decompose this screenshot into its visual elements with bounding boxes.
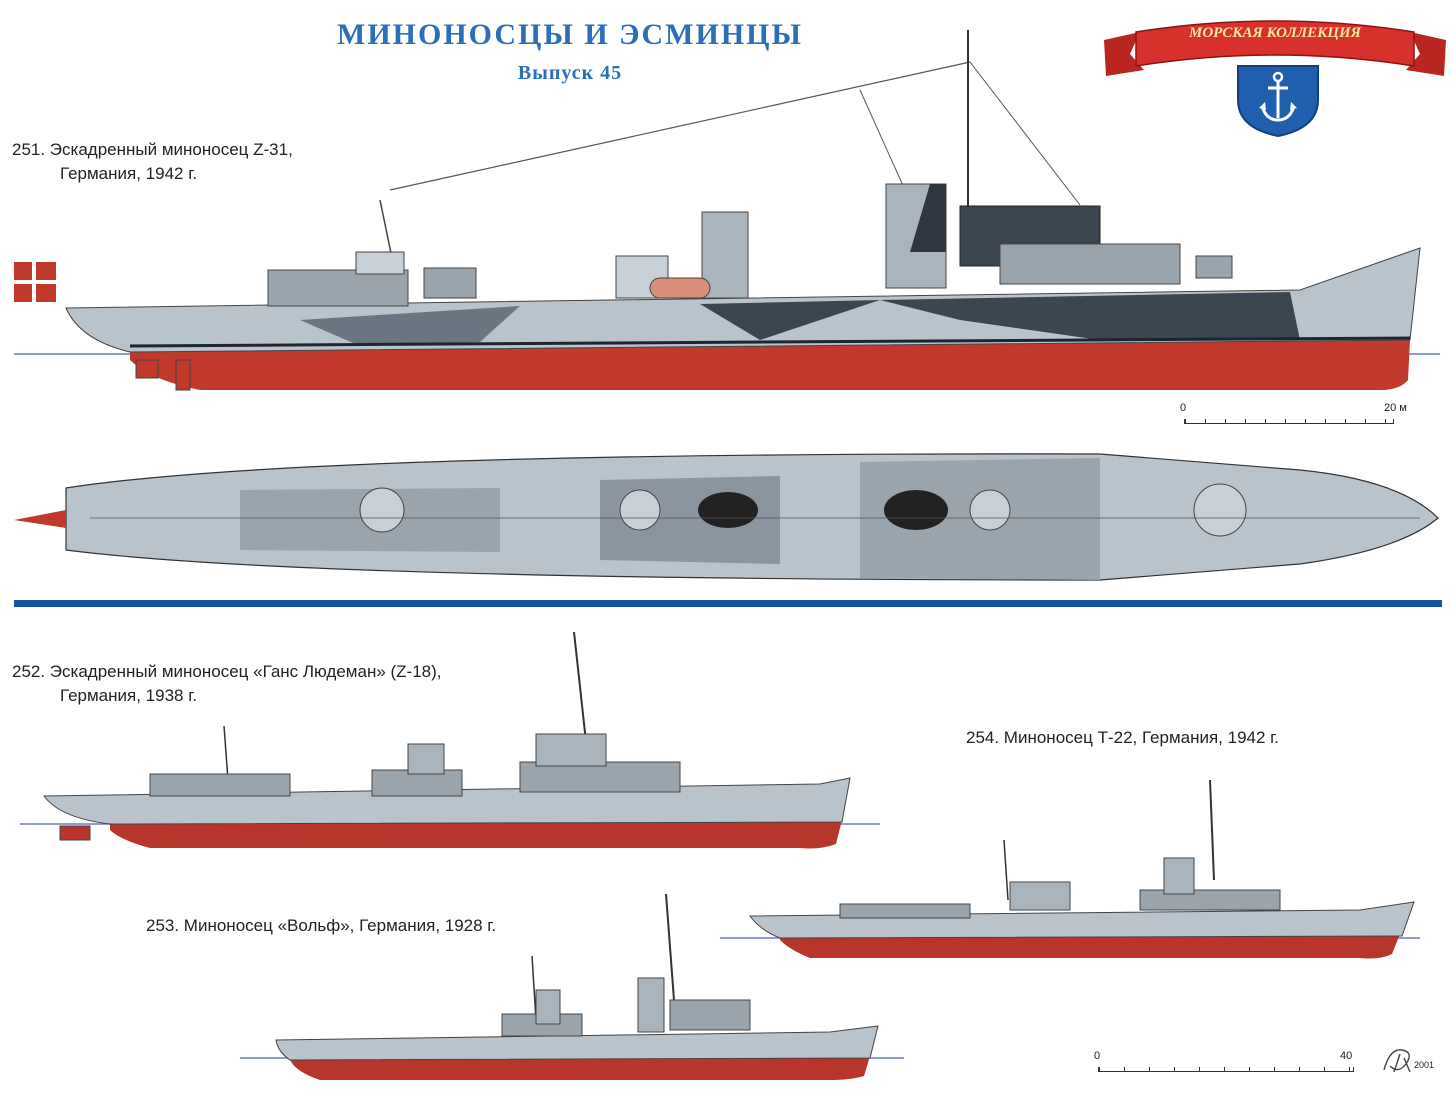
logo-ribbon-text: МОРСКАЯ КОЛЛЕКЦИЯ bbox=[1189, 25, 1361, 41]
scale-end-label: 40 bbox=[1340, 1050, 1353, 1062]
anchor-icon bbox=[1258, 70, 1298, 126]
ship-253-profile bbox=[230, 890, 910, 1090]
caption-line: Германия, 1938 г. bbox=[60, 686, 198, 705]
page-title: МИНОНОСЦЫ И ЭСМИНЦЫ bbox=[337, 18, 803, 51]
ship-252-profile bbox=[0, 630, 900, 860]
scale-line bbox=[1098, 1067, 1354, 1072]
scale-start-label: 0 bbox=[1180, 402, 1187, 414]
scale-bar-40: 0 40 bbox=[1094, 1050, 1364, 1080]
ship-254-caption: 254. Миноносец Т-22, Германия, 1942 г. bbox=[966, 728, 1280, 747]
signature-year: 2001 bbox=[1414, 1060, 1435, 1070]
scale-start-label: 0 bbox=[1094, 1050, 1101, 1062]
scale-end-label: 20 м bbox=[1384, 402, 1407, 414]
ship-251-caption: 251. Эскадренный миноносец Z-31, Германи… bbox=[12, 138, 293, 186]
caption-line: 251. Эскадренный миноносец Z-31, bbox=[12, 140, 293, 159]
section-divider bbox=[14, 600, 1442, 607]
issue-number: Выпуск 45 bbox=[517, 62, 623, 84]
caption-line: Германия, 1942 г. bbox=[60, 164, 198, 183]
ship-254-profile bbox=[720, 770, 1440, 970]
caption-line: 252. Эскадренный миноносец «Ганс Людеман… bbox=[12, 662, 442, 681]
artist-signature: 2001 bbox=[1380, 1044, 1450, 1078]
scale-line bbox=[1184, 419, 1394, 424]
ship-253-caption: 253. Миноносец «Вольф», Германия, 1928 г… bbox=[146, 916, 497, 935]
ship-251-profile bbox=[0, 20, 1454, 400]
ship-251-top-view bbox=[0, 440, 1454, 590]
scale-bar-20m: 0 20 м bbox=[1180, 402, 1410, 432]
ship-252-caption: 252. Эскадренный миноносец «Ганс Людеман… bbox=[12, 660, 442, 708]
logo: МОРСКАЯ КОЛЛЕКЦИЯ bbox=[1100, 10, 1450, 140]
